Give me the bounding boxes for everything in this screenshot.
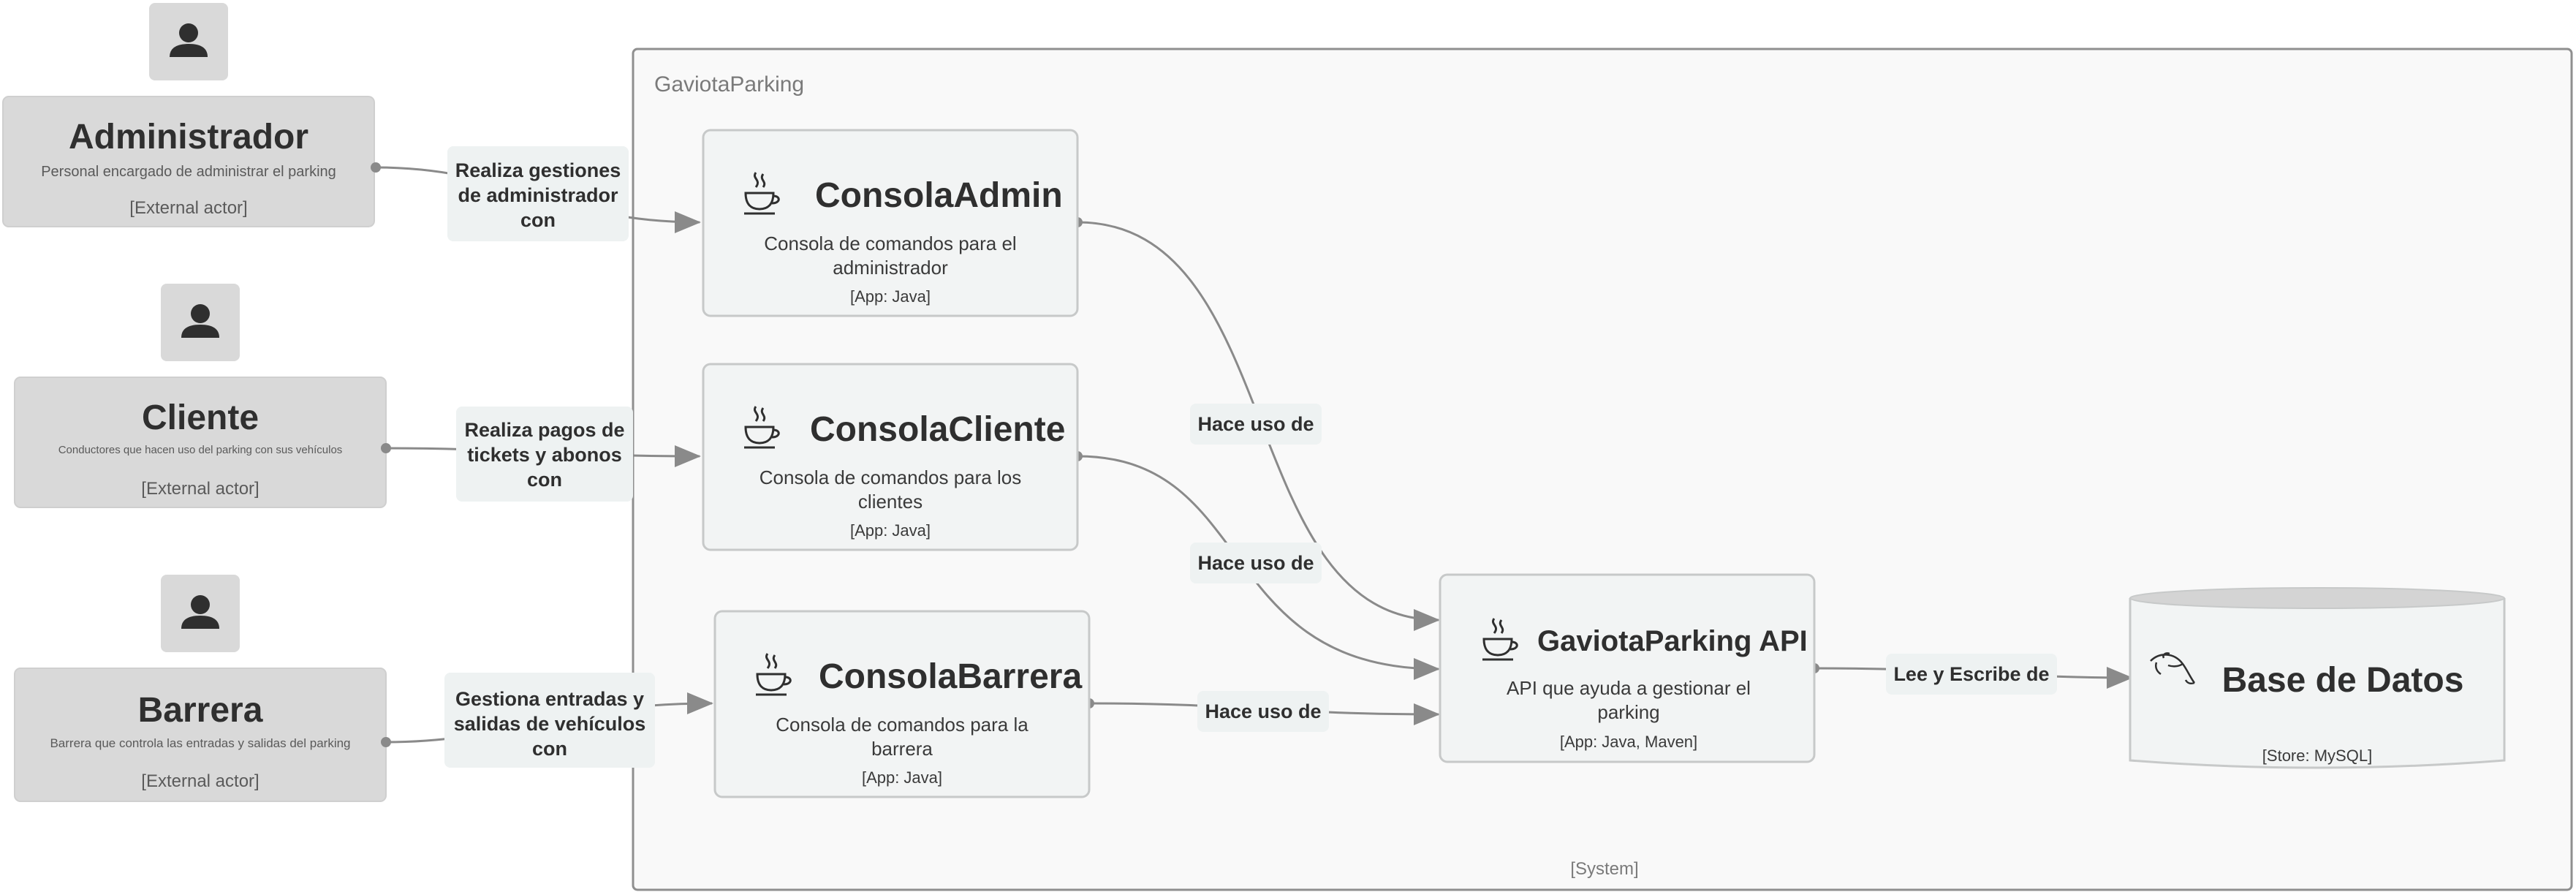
container-tag: [App: Java] — [862, 768, 942, 787]
edge-label-admin-consolaadmin: Realiza gestiones de administrador con — [447, 146, 629, 241]
java-icon — [744, 406, 780, 449]
edge-label-api-db: Lee y Escribe de — [1886, 654, 2057, 695]
container-name: ConsolaCliente — [810, 410, 1065, 449]
container-base-de-datos[interactable]: Base de Datos [Store: MySQL] — [2129, 587, 2506, 769]
person-icon — [161, 575, 240, 652]
container-tag: [App: Java, Maven] — [1560, 733, 1697, 751]
container-description-line-2: barrera — [871, 738, 933, 760]
mysql-dolphin-icon — [2150, 652, 2196, 685]
actor-description: Personal encargado de administrar el par… — [41, 164, 336, 180]
container-name: ConsolaAdmin — [815, 176, 1063, 215]
java-icon — [756, 653, 792, 696]
edge-label-line-2: tickets y abonos — [467, 444, 622, 466]
actor-name: Cliente — [142, 398, 259, 437]
actor-tag: [External actor] — [129, 198, 247, 218]
edge-label-consolacliente-api: Hace uso de — [1190, 543, 1322, 583]
container-consolabarrera[interactable]: ConsolaBarrera Consola de comandos para … — [713, 610, 1091, 798]
container-description-line-2: clientes — [858, 491, 923, 513]
edge-label-line-2: salidas de vehículos — [454, 713, 646, 735]
edge-label-line-2: de administrador — [458, 184, 618, 206]
edge-label-line-1: Gestiona entradas y — [455, 688, 644, 710]
container-description-line-2: administrador — [833, 257, 948, 279]
java-icon — [1482, 618, 1518, 661]
edge-label-cliente-consolacliente: Realiza pagos de tickets y abonos con — [456, 407, 633, 502]
container-tag: [Store: MySQL] — [2262, 747, 2372, 765]
actor-tag: [External actor] — [141, 771, 259, 791]
actor-cliente[interactable]: Cliente Conductores que hacen uso del pa… — [14, 284, 387, 508]
container-description-line-2: parking — [1597, 701, 1659, 723]
edge-label-text: Hace uso de — [1197, 552, 1314, 574]
actor-tag: [External actor] — [141, 479, 259, 499]
container-consolaadmin[interactable]: ConsolaAdmin Consola de comandos para el… — [702, 129, 1079, 317]
edge-label-text: Hace uso de — [1197, 413, 1314, 435]
actor-administrador[interactable]: Administrador Personal encargado de admi… — [2, 3, 375, 227]
edge-label-consolabarrera-api: Hace uso de — [1197, 691, 1329, 732]
edge-label-consolaadmin-api: Hace uso de — [1190, 404, 1322, 445]
container-gaviotaparking-api[interactable]: GaviotaParking API API que ayuda a gesti… — [1439, 573, 1816, 763]
edge-label-line-1: Realiza gestiones — [455, 159, 621, 181]
container-tag: [App: Java] — [850, 521, 931, 540]
edge-label-text: Lee y Escribe de — [1893, 663, 2049, 685]
system-title: GaviotaParking — [654, 72, 804, 97]
container-name: ConsolaBarrera — [819, 657, 1082, 696]
actor-description: Conductores que hacen uso del parking co… — [58, 444, 343, 456]
actor-barrera[interactable]: Barrera Barrera que controla las entrada… — [14, 575, 387, 802]
container-tag: [App: Java] — [850, 287, 931, 306]
edge-label-text: Hace uso de — [1205, 700, 1321, 722]
person-icon — [149, 3, 228, 80]
container-description-line-1: Consola de comandos para la — [776, 714, 1028, 736]
container-description-line-1: API que ayuda a gestionar el — [1507, 677, 1751, 699]
actor-name: Administrador — [69, 118, 308, 156]
actor-name: Barrera — [138, 691, 263, 730]
edge-label-line-3: con — [520, 209, 556, 231]
edge-label-line-3: con — [532, 738, 567, 760]
container-consolacliente[interactable]: ConsolaCliente Consola de comandos para … — [702, 363, 1079, 551]
java-icon — [744, 172, 780, 215]
person-icon — [161, 284, 240, 361]
system-tag: [System] — [1570, 859, 1638, 879]
edge-label-line-3: con — [527, 469, 562, 491]
container-description-line-1: Consola de comandos para el — [764, 233, 1016, 254]
container-description-line-1: Consola de comandos para los — [759, 466, 1021, 488]
container-name: GaviotaParking API — [1537, 625, 1808, 657]
actor-description: Barrera que controla las entradas y sali… — [50, 736, 350, 750]
edge-label-barrera-consolabarrera: Gestiona entradas y salidas de vehículos… — [444, 673, 655, 768]
system-boundary: GaviotaParking [System] — [632, 48, 2573, 891]
edge-label-line-1: Realiza pagos de — [464, 419, 624, 441]
container-name: Base de Datos — [2222, 661, 2464, 700]
